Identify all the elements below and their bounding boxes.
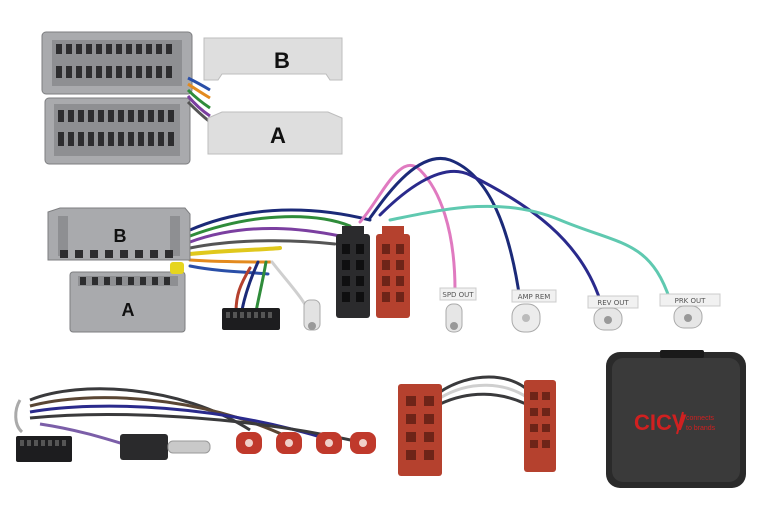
top-connector-a	[44, 97, 191, 165]
small-black-connector	[222, 308, 280, 330]
label-block-a: A	[207, 111, 343, 155]
rca-plug-4	[350, 432, 376, 454]
iso-connector-black	[336, 226, 370, 318]
harness-wires	[188, 156, 672, 320]
label-a-text: A	[270, 123, 286, 148]
rca-lead-wires	[14, 387, 361, 448]
jack-plug	[120, 434, 211, 460]
iso-adapter-male	[524, 380, 556, 472]
top-connector-b	[41, 31, 193, 95]
iso-adapter-wires	[439, 375, 532, 406]
harness-connector-b: B	[47, 207, 191, 261]
tagged-lead-spd: SPD OUT	[439, 287, 477, 333]
rca-multipin-plug	[16, 436, 72, 462]
tagged-lead-amp: AMP REM	[511, 289, 557, 333]
iso-adapter-female	[398, 384, 442, 476]
rca-plug-3	[316, 432, 342, 454]
harness-b-text: B	[114, 226, 127, 246]
logo-sub-2: to brands	[686, 425, 716, 432]
label-block-b: B	[203, 37, 343, 81]
iso-connector-red	[376, 226, 410, 318]
tag-amp-text: AMP REM	[518, 293, 551, 301]
tag-prk-text: PRK OUT	[675, 297, 707, 305]
tagged-lead-prk: PRK OUT	[659, 293, 721, 329]
yellow-splice	[170, 262, 184, 274]
harness-a-text: A	[122, 300, 135, 320]
interface-box: CICV connects to brands	[606, 350, 746, 488]
tag-spd-text: SPD OUT	[442, 291, 474, 299]
grey-pin	[303, 299, 321, 331]
logo-sub-1: connects	[686, 415, 715, 422]
tagged-lead-rev: REV OUT	[587, 295, 639, 331]
rca-plugs	[236, 432, 376, 454]
logo-main: CICV	[634, 410, 687, 435]
rca-plug-2	[276, 432, 302, 454]
top-short-wires	[186, 76, 211, 124]
harness-connector-a: A	[69, 271, 186, 333]
tag-rev-text: REV OUT	[597, 299, 629, 307]
rca-plug-1	[236, 432, 262, 454]
label-b-text: B	[274, 48, 290, 73]
